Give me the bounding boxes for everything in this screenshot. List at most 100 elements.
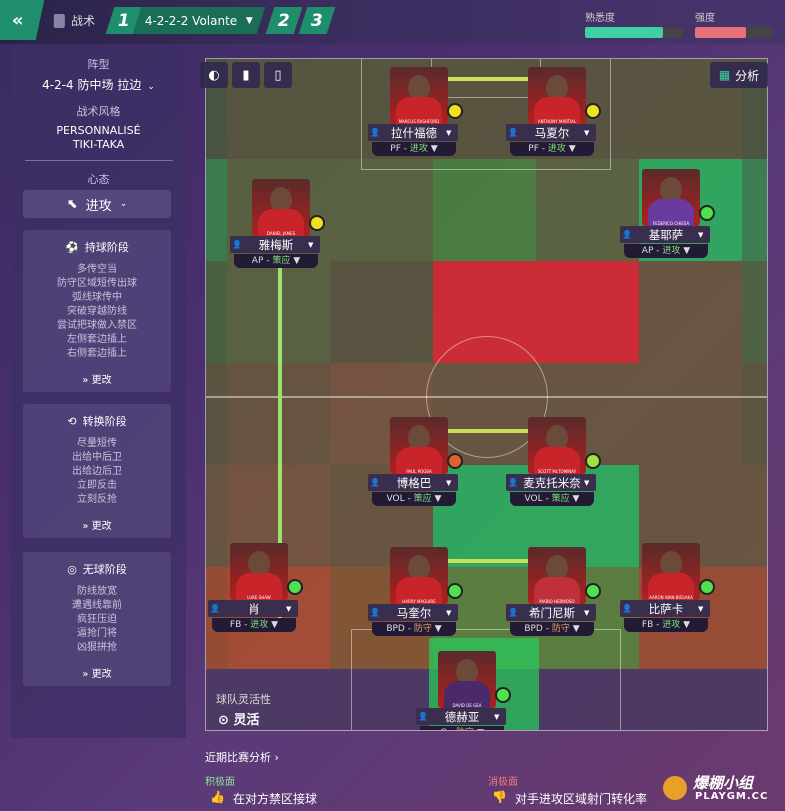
role-duty[interactable]: AP - 进攻 ▼ bbox=[624, 244, 708, 258]
double-chevron-left-icon: « bbox=[12, 9, 24, 31]
player-card[interactable]: ANTHONY MARTIAL 👤马夏尔▼ PF - 进攻 ▼ bbox=[506, 67, 602, 157]
tactics-tab[interactable]: 战术 bbox=[44, 7, 111, 34]
intensity-bar[interactable] bbox=[695, 27, 773, 38]
flexibility-title: 球队灵活性 bbox=[216, 693, 271, 706]
chevron-down-icon: ▼ bbox=[698, 230, 704, 239]
intensity-label: 强度 bbox=[695, 13, 715, 24]
player-name: 拉什福德 bbox=[391, 125, 437, 140]
role-duty[interactable]: VOL - 策应 ▼ bbox=[372, 492, 456, 506]
player-shirt bbox=[396, 97, 442, 124]
instruction: 尽量短传 bbox=[77, 438, 117, 449]
instruction: 防线放宽 bbox=[77, 586, 117, 597]
role-duty[interactable]: FB - 进攻 ▼ bbox=[624, 618, 708, 632]
player-card-icon[interactable]: ▯ bbox=[264, 62, 292, 88]
familiarity-bar[interactable] bbox=[585, 27, 683, 38]
photo-caption: LUKE SHAW bbox=[247, 595, 271, 600]
role-duty[interactable]: G - 防守 ▼ bbox=[420, 726, 504, 730]
transition-box: ⟲转换阶段 尽量短传 出给中后卫 出给边后卫 立即反击 立刻反抢 » 更改 bbox=[23, 404, 171, 538]
person-icon: 👤 bbox=[370, 608, 380, 617]
role: AP bbox=[641, 246, 654, 256]
heatmap-cell bbox=[330, 261, 433, 363]
role: VOL bbox=[524, 494, 543, 504]
player-card[interactable]: MARCUS RASHFORD 👤拉什福德▼ PF - 进攻 ▼ bbox=[368, 67, 464, 157]
heatmap-cell bbox=[742, 261, 767, 363]
player-name-dropdown[interactable]: 👤麦克托米奈▼ bbox=[506, 474, 596, 491]
player-card[interactable]: HARRY MAGUIRE 👤马奎尔▼ BPD - 防守 ▼ bbox=[368, 547, 464, 637]
player-card[interactable]: DAVID DE GEA 👤德赫亚▼ G - 防守 ▼ bbox=[416, 651, 512, 730]
contrast-icon[interactable]: ◐ bbox=[200, 62, 228, 88]
change-out-possession-button[interactable]: » 更改 bbox=[82, 669, 112, 680]
player-card[interactable]: SCOTT McTOMINAY 👤麦克托米奈▼ VOL - 策应 ▼ bbox=[506, 417, 602, 507]
formation-dropdown[interactable]: 4-2-2-2 Volante▼ bbox=[132, 7, 266, 34]
heatmap-cell bbox=[433, 159, 536, 261]
top-penalty-box bbox=[361, 59, 611, 170]
player-name-dropdown[interactable]: 👤肖▼ bbox=[208, 600, 298, 617]
player-name-dropdown[interactable]: 👤比萨卡▼ bbox=[620, 600, 710, 617]
recent-analysis-link[interactable]: 近期比赛分析 › bbox=[205, 751, 279, 764]
player-card[interactable]: LUKE SHAW 👤肖▼ FB - 进攻 ▼ bbox=[208, 543, 304, 633]
player-shirt bbox=[534, 97, 580, 124]
player-name-dropdown[interactable]: 👤基耶萨▼ bbox=[620, 226, 710, 243]
player-name-dropdown[interactable]: 👤希门尼斯▼ bbox=[506, 604, 596, 621]
chevron-down-icon: ▼ bbox=[698, 604, 704, 613]
role-duty[interactable]: FB - 进攻 ▼ bbox=[212, 618, 296, 632]
role-duty[interactable]: PF - 进攻 ▼ bbox=[510, 142, 594, 156]
role-duty[interactable]: BPD - 防守 ▼ bbox=[372, 622, 456, 636]
instruction: 凶狠拼抢 bbox=[77, 642, 117, 653]
player-card[interactable]: AARON WAN-BISSAKA 👤比萨卡▼ FB - 进攻 ▼ bbox=[620, 543, 716, 633]
player-card[interactable]: PAUL POGBA 👤博格巴▼ VOL - 策应 ▼ bbox=[368, 417, 464, 507]
player-card[interactable]: FEDERICO CHIESA 👤基耶萨▼ AP - 进攻 ▼ bbox=[620, 169, 716, 259]
change-in-possession-button[interactable]: » 更改 bbox=[82, 375, 112, 386]
role-duty[interactable]: AP - 策应 ▼ bbox=[234, 254, 318, 268]
heatmap-cell bbox=[206, 669, 227, 730]
chevron-down-icon: ▼ bbox=[446, 128, 452, 137]
tactic-slot-2[interactable]: 2 bbox=[265, 7, 303, 34]
player-head bbox=[408, 75, 430, 101]
condition-icon bbox=[447, 453, 463, 469]
change-transition-button[interactable]: » 更改 bbox=[82, 521, 112, 532]
player-name-dropdown[interactable]: 👤 拉什福德 ▼ bbox=[368, 124, 458, 141]
instruction: 突破穿越防线 bbox=[67, 306, 127, 317]
player-name-dropdown[interactable]: 👤德赫亚▼ bbox=[416, 708, 506, 725]
instruction: 弧线球传中 bbox=[72, 292, 122, 303]
player-photo: AARON WAN-BISSAKA bbox=[642, 543, 700, 600]
back-button[interactable]: « bbox=[0, 0, 45, 40]
player-photo: FEDERICO CHIESA bbox=[642, 169, 700, 226]
role: AP bbox=[251, 256, 264, 266]
bar-chart-icon[interactable]: ▮ bbox=[232, 62, 260, 88]
role-duty[interactable]: VOL - 策应 ▼ bbox=[510, 492, 594, 506]
chevron-down-icon: ▼ bbox=[584, 128, 590, 137]
instruction: 逼抢门将 bbox=[77, 628, 117, 639]
mentality-dropdown[interactable]: ⬉进攻⌄ bbox=[23, 190, 171, 218]
person-icon: 👤 bbox=[622, 230, 632, 239]
heatmap-cell bbox=[206, 159, 227, 261]
player-name-dropdown[interactable]: 👤雅梅斯▼ bbox=[230, 236, 320, 253]
player-card[interactable]: DANIEL JAMES 👤雅梅斯▼ AP - 策应 ▼ bbox=[230, 179, 326, 269]
person-icon: 👤 bbox=[508, 478, 518, 487]
player-name-dropdown[interactable]: 👤博格巴▼ bbox=[368, 474, 458, 491]
player-photo: DAVID DE GEA bbox=[438, 651, 496, 708]
tactics-label: 战术 bbox=[71, 14, 96, 28]
condition-icon bbox=[699, 205, 715, 221]
player-card[interactable]: MARIO HERMOSO 👤希门尼斯▼ BPD - 防守 ▼ bbox=[506, 547, 602, 637]
condition-icon bbox=[287, 579, 303, 595]
tactic-slot-3[interactable]: 3 bbox=[298, 7, 336, 34]
photo-caption: DANIEL JAMES bbox=[266, 231, 296, 236]
player-name-dropdown[interactable]: 👤马夏尔▼ bbox=[506, 124, 596, 141]
person-icon: 👤 bbox=[370, 128, 380, 137]
formation-select[interactable]: 4-2-4 防中场 拉边⌄ bbox=[42, 78, 155, 92]
player-shirt bbox=[444, 681, 490, 708]
condition-icon bbox=[447, 583, 463, 599]
heatmap-cell bbox=[639, 669, 742, 730]
duty: 进攻 bbox=[250, 620, 269, 630]
role-duty[interactable]: PF - 进攻 ▼ bbox=[372, 142, 456, 156]
role-duty[interactable]: BPD - 防守 ▼ bbox=[510, 622, 594, 636]
player-name-dropdown[interactable]: 👤马奎尔▼ bbox=[368, 604, 458, 621]
player-head bbox=[546, 425, 568, 451]
chevron-down-icon: ▼ bbox=[494, 712, 500, 721]
chevron-down-icon: ▼ bbox=[584, 608, 590, 617]
player-photo: LUKE SHAW bbox=[230, 543, 288, 600]
instruction: 左侧套边插上 bbox=[67, 334, 127, 345]
analysis-button[interactable]: ▦分析 bbox=[710, 62, 768, 88]
